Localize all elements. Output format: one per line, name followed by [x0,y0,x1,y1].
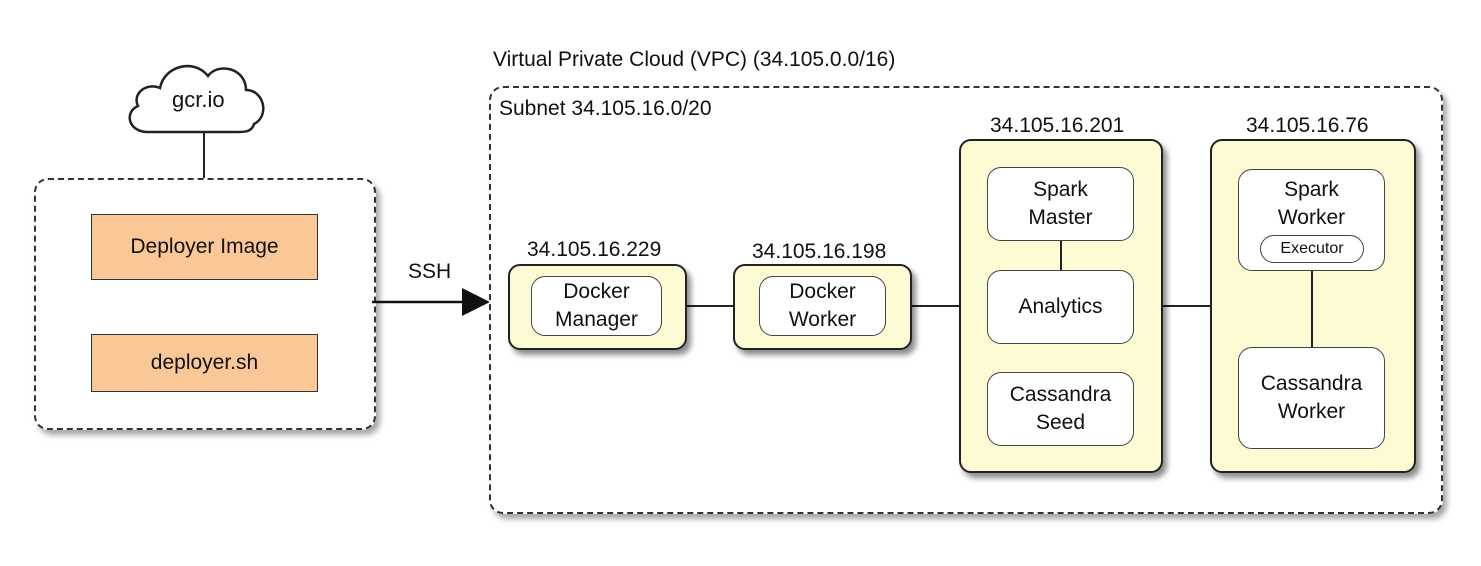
registry-label: gcr.io [172,87,225,112]
ssh-label: SSH [408,260,452,283]
spark-worker-node: Spark Worker Executor Cassandra Worker [1210,139,1416,473]
deployer-image-label: Deployer Image [130,235,279,258]
ssh-arrow [372,288,490,316]
cassandra-seed-service: Cassandra Seed [987,372,1134,446]
executor-pill: Executor [1260,235,1364,263]
deployer-script-label: deployer.sh [150,351,259,374]
manager-ip: 34.105.16.229 [527,238,662,261]
deployer-script-box: deployer.sh [91,334,318,392]
spark-worker-service: Spark Worker Executor [1238,169,1385,271]
link-manager-worker [685,305,735,307]
docker-manager-node: Docker Manager [508,264,687,350]
cloud-icon [128,64,265,134]
docker-manager-service: Docker Manager [531,276,662,336]
vpc-title: Virtual Private Cloud (VPC) (34.105.0.0/… [493,48,896,71]
spark-worker-label: Spark Worker [1277,178,1346,229]
worker-ip: 34.105.16.198 [752,240,887,263]
master-node: Spark Master Analytics Cassandra Seed [959,139,1163,473]
link-sparkmaster-analytics [1060,237,1062,275]
docker-worker-node: Docker Worker [733,264,912,350]
analytics-service: Analytics [987,270,1134,344]
worker-node-ip: 34.105.16.76 [1246,114,1369,137]
spark-master-service: Spark Master [987,167,1134,241]
subnet-label: Subnet 34.105.16.0/20 [499,97,712,120]
registry-connector [203,132,205,214]
link-master-sparkworker [1161,305,1211,307]
master-node-ip: 34.105.16.201 [990,114,1125,137]
link-sparkworker-cassandra [1311,267,1313,347]
link-worker-master [910,305,960,307]
cassandra-worker-service: Cassandra Worker [1238,347,1385,449]
docker-worker-service: Docker Worker [759,276,886,336]
deployer-image-box: Deployer Image [91,214,318,280]
